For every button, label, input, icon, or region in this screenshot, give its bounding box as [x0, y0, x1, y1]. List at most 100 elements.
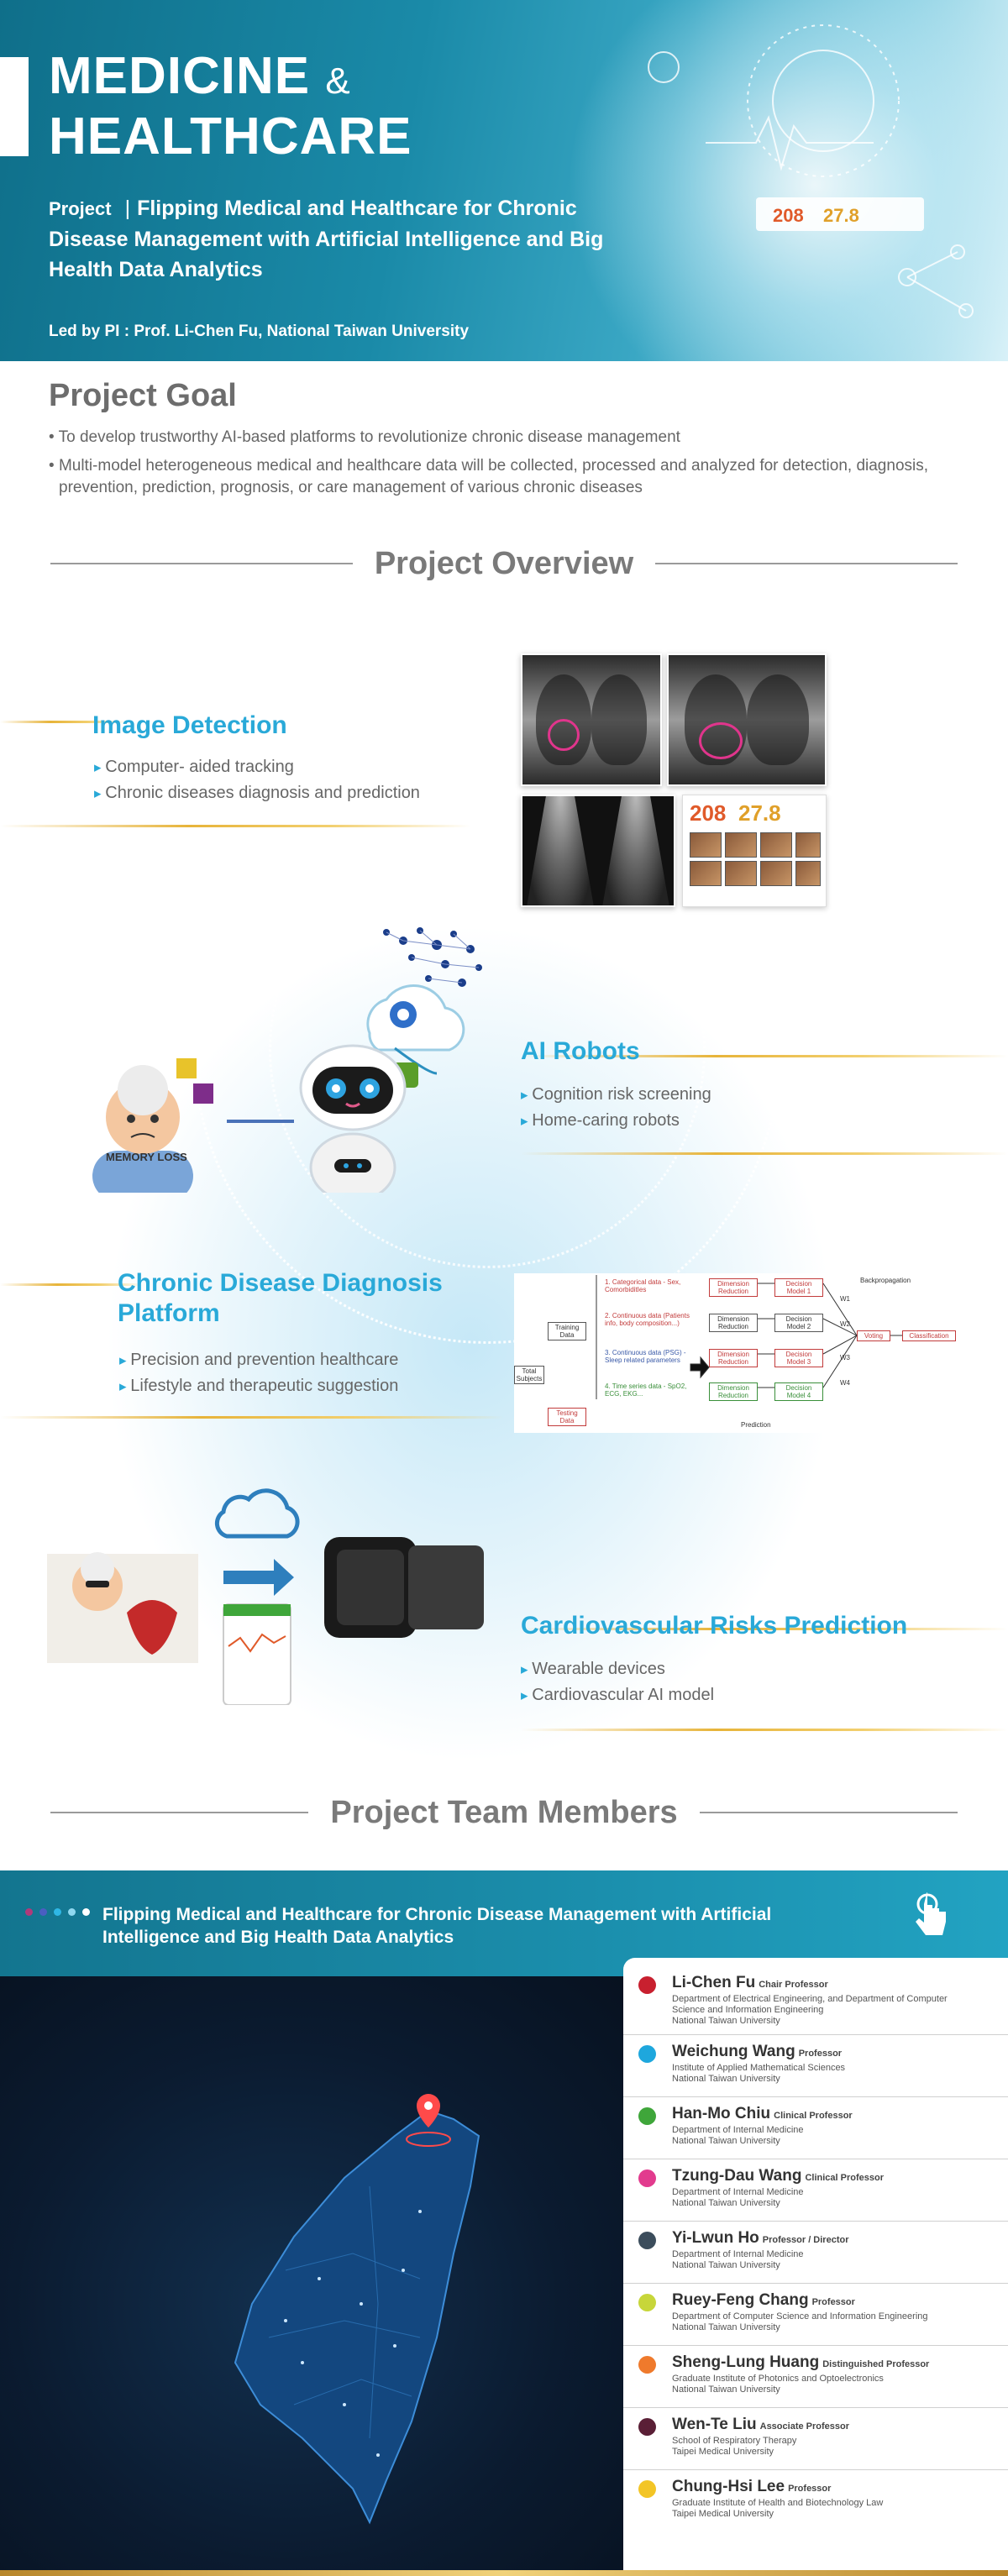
medical-tech-illustration: 208 27.8	[648, 24, 974, 318]
feature-list-image-detection: Computer- aided tracking Chronic disease…	[94, 754, 420, 806]
flow-testing: Testing Data	[548, 1408, 586, 1426]
pagination-dots	[25, 1908, 90, 1916]
flow-model: Decision Model 2	[774, 1314, 823, 1332]
member-affiliation: Graduate Institute of Photonics and Opto…	[672, 2374, 884, 2395]
flow-input: 4. Time series data - SpO2, ECG, EKG...	[605, 1382, 687, 1398]
feature-list-ai-robots: Cognition risk screening Home-caring rob…	[521, 1082, 711, 1134]
feature-item: Precision and prevention healthcare	[119, 1347, 398, 1373]
monitoring-dashboard-image: 208 27.8	[682, 795, 827, 907]
project-name: Project|Flipping Medical and Healthcare …	[49, 197, 604, 281]
page-title: MEDICINE & HEALTHCARE	[49, 47, 412, 165]
goal-heading: Project Goal	[49, 378, 237, 413]
gold-divider	[521, 1628, 1008, 1630]
flow-reduction: Dimension Reduction	[709, 1278, 758, 1297]
decorative-ring	[193, 756, 781, 1344]
member-color-dot	[638, 2107, 656, 2125]
flow-weight: W3	[840, 1354, 850, 1361]
member-color-dot	[638, 2418, 656, 2436]
member-affiliation: Department of Electrical Engineering, an…	[672, 1994, 948, 2026]
member-color-dot	[638, 2356, 656, 2374]
flow-classification: Classification	[902, 1330, 956, 1341]
feature-item: Cardiovascular AI model	[521, 1682, 714, 1708]
flow-reduction: Dimension Reduction	[709, 1382, 758, 1401]
hero-banner: 208 27.8 MEDICINE & HEALTHCARE Project|F…	[0, 0, 1008, 361]
flow-backprop: Backpropagation	[860, 1277, 911, 1284]
map-area	[0, 1976, 638, 2576]
ai-robot-illustration	[92, 927, 482, 1193]
feature-item: Computer- aided tracking	[94, 754, 420, 780]
gold-divider	[521, 1729, 1008, 1731]
member-color-dot	[638, 2232, 656, 2249]
chest-xray-image	[667, 653, 827, 786]
feature-title-chronic-disease-platform: Chronic Disease Diagnosis Platform	[118, 1269, 443, 1327]
member-color-dot	[638, 2045, 656, 2063]
feature-item: Home-caring robots	[521, 1108, 711, 1134]
gold-divider	[0, 1283, 143, 1286]
member-affiliation: Department of Computer Science and Infor…	[672, 2311, 928, 2332]
member-affiliation: Graduate Institute of Health and Biotech…	[672, 2498, 884, 2519]
ultrasound-image	[521, 795, 675, 907]
goal-list: To develop trustworthy AI-based platform…	[49, 427, 956, 506]
svg-text:208: 208	[773, 205, 804, 226]
flow-model: Decision Model 3	[774, 1349, 823, 1367]
goal-item: To develop trustworthy AI-based platform…	[49, 427, 956, 449]
flow-input: 1. Categorical data - Sex, ComorbiditIes	[605, 1278, 681, 1293]
feature-title-image-detection: Image Detection	[92, 711, 287, 739]
hero-glow	[554, 0, 1008, 361]
member-color-dot	[638, 2480, 656, 2498]
gold-divider	[521, 1152, 1008, 1155]
feature-item: Wearable devices	[521, 1656, 714, 1682]
team-section: Flipping Medical and Healthcare for Chro…	[0, 1870, 1008, 2576]
decision-flow-diagram: 1. Categorical data - Sex, ComorbiditIes…	[514, 1273, 959, 1433]
flow-total: Total Subjects	[514, 1366, 544, 1384]
flow-weight: W1	[840, 1295, 850, 1303]
svg-text:27.8: 27.8	[823, 205, 859, 226]
gold-divider	[521, 1055, 1008, 1057]
member-color-dot	[638, 2169, 656, 2187]
member-affiliation: Institute of Applied Mathematical Scienc…	[672, 2063, 846, 2084]
gold-divider	[0, 825, 470, 827]
flow-input: 3. Continuous data (PSG) - Sleep related…	[605, 1349, 686, 1364]
feature-title-cardiovascular: Cardiovascular Risks Prediction	[521, 1612, 908, 1640]
location-pin-icon	[406, 2094, 451, 2147]
overview-heading: Project Overview	[50, 543, 958, 585]
chest-xray-image	[521, 653, 662, 786]
member-color-dot	[638, 2294, 656, 2311]
cardiovascular-illustration	[47, 1488, 484, 1705]
flow-model: Decision Model 1	[774, 1278, 823, 1297]
feature-item: Lifestyle and therapeutic suggestion	[119, 1373, 398, 1399]
flow-voting: Voting	[857, 1330, 890, 1341]
flow-input: 2. Continuous data (Patients info, body …	[605, 1312, 690, 1327]
flow-training: Training Data	[548, 1322, 586, 1340]
feature-item: Cognition risk screening	[521, 1082, 711, 1108]
bottom-gold-bar	[0, 2570, 1008, 2576]
tap-hand-icon[interactable]	[912, 1892, 953, 1939]
goal-item: Multi-model heterogeneous medical and he…	[49, 455, 956, 499]
feature-title-ai-robots: AI Robots	[521, 1037, 640, 1065]
decorative-ring	[269, 832, 706, 1268]
memory-loss-label: MEMORY LOSS	[106, 1151, 187, 1163]
flow-reduction: Dimension Reduction	[709, 1349, 758, 1367]
taiwan-map	[234, 2094, 480, 2525]
